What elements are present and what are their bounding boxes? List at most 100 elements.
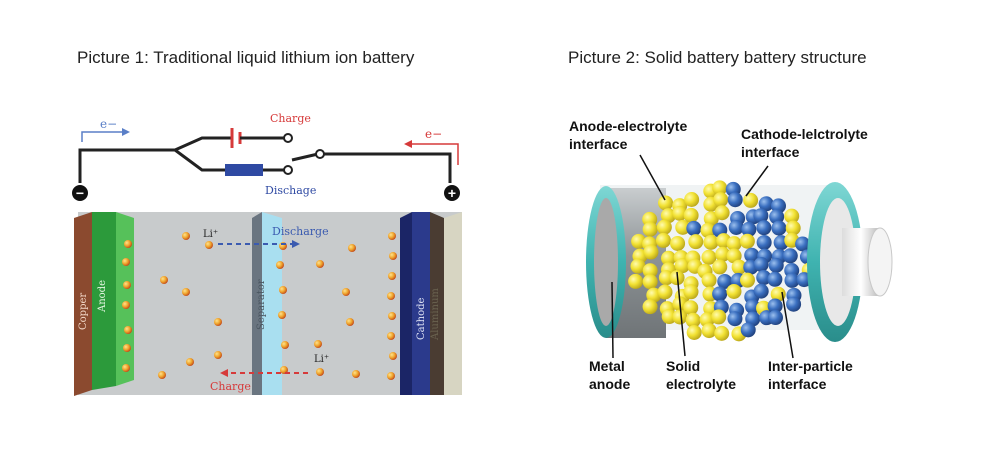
electron-arrowhead-left	[122, 128, 130, 136]
cathode-particle	[756, 270, 772, 286]
cathode-layer	[412, 212, 430, 395]
lithium-ion	[389, 352, 397, 360]
cathode-edge	[400, 212, 412, 395]
lithium-ion	[214, 351, 222, 359]
picture1-caption: Picture 1: Traditional liquid lithium io…	[77, 48, 415, 67]
cathode-particle	[728, 219, 744, 235]
lithium-ion	[348, 244, 356, 252]
switch-contact-discharge	[283, 165, 293, 175]
electrolyte-particle	[658, 195, 674, 211]
electrolyte-particle	[770, 286, 786, 302]
cathode-particle	[758, 196, 774, 212]
electrolyte-particle	[685, 312, 701, 328]
separator-edge	[252, 212, 262, 395]
terminal-cap-face	[867, 227, 893, 297]
cathode-particle	[756, 234, 772, 250]
cathode-particle	[768, 310, 784, 326]
separator	[262, 212, 282, 395]
lithium-ion	[281, 341, 289, 349]
electrolyte-particle	[714, 325, 730, 341]
electron-arrow-right	[412, 143, 459, 165]
electrolyte-particle	[642, 274, 658, 290]
electrolyte-particle	[642, 299, 658, 315]
cathode-particle	[745, 299, 761, 315]
lithium-ion	[186, 358, 194, 366]
electron-arrowhead-right	[404, 140, 412, 148]
electrolyte-particle	[701, 323, 717, 339]
electron-label-left: e−	[100, 117, 117, 131]
electrolyte-particle	[661, 309, 677, 325]
electrolyte-particle	[712, 259, 728, 275]
lithium-ion	[124, 326, 132, 334]
lithium-ion	[123, 344, 131, 352]
lithium-ion	[123, 281, 131, 289]
cathode-particle	[769, 209, 785, 225]
cathode-particle	[795, 236, 811, 252]
electrolyte-particle	[655, 232, 671, 248]
electrolyte-particle	[731, 259, 747, 275]
cathode-particle	[784, 272, 800, 288]
cathode-electrolyte-label: Cathode-lelctrolyte interface	[741, 126, 872, 160]
leader-metal-anode	[611, 281, 614, 359]
cathode-particle	[717, 273, 733, 289]
lithium-ion	[214, 318, 222, 326]
electrolyte-particle	[739, 272, 755, 288]
circuit-wire-left-lower	[174, 148, 225, 172]
electrolyte-particle	[628, 273, 644, 289]
lithium-ion	[316, 368, 324, 376]
lithium-ion	[122, 301, 130, 309]
cathode-particle	[768, 257, 784, 273]
electrolyte-particle	[739, 233, 755, 249]
circuit-wire-right	[324, 152, 452, 183]
lithium-ion	[316, 260, 324, 268]
picture2-caption: Picture 2: Solid battery battery structu…	[568, 48, 867, 67]
cathode-label: Cathode	[416, 298, 427, 340]
switch-lever	[291, 152, 319, 162]
electron-label-right: e−	[425, 127, 442, 141]
electrolyte-particle	[674, 258, 690, 274]
cathode-particle	[767, 298, 783, 314]
electrolyte-particle	[675, 219, 691, 235]
electrolyte-particle	[701, 249, 717, 265]
electrolyte-particle	[711, 309, 727, 325]
separator-label: Separator	[256, 279, 267, 330]
copper-label: Copper	[78, 293, 89, 330]
electrolyte-particle	[672, 205, 688, 221]
aluminum-label: Aluminum	[430, 288, 441, 341]
cathode-particle	[753, 208, 769, 224]
electrolyte-particle	[683, 300, 699, 316]
electrolyte-particle	[703, 234, 719, 250]
lithium-ion	[182, 232, 190, 240]
electrode-particles	[628, 180, 817, 342]
metal-anode-label: Metal anode	[589, 358, 630, 392]
inter-particle-label: Inter-particle interface	[768, 358, 857, 392]
lithium-ion	[278, 311, 286, 319]
discharge-arrow-label: Discharge	[272, 225, 329, 238]
lithium-ion	[276, 261, 284, 269]
solid-battery-diagram: Anode-electrolyte interface Cathode-lelc…	[569, 118, 893, 392]
electrolyte-particle	[672, 309, 688, 325]
charge-label-top: Charge	[270, 112, 311, 125]
electrolyte-particle	[715, 246, 731, 262]
electrolyte-particle	[656, 219, 672, 235]
electrolyte-particle	[630, 258, 646, 274]
positive-terminal-sign: +	[448, 185, 456, 201]
lithium-ion	[387, 292, 395, 300]
cathode-particle	[686, 220, 702, 236]
lithium-ion	[205, 241, 213, 249]
lithium-ion	[388, 312, 396, 320]
lithium-ion	[158, 371, 166, 379]
cathode-particle	[744, 247, 760, 263]
lithium-ion	[124, 240, 132, 248]
cathode-particle	[771, 220, 787, 236]
electrolyte-particle	[660, 208, 676, 224]
lithium-ion	[346, 318, 354, 326]
li-ion-label-bottom: Li⁺	[314, 354, 329, 365]
lithium-ion	[160, 276, 168, 284]
electrolyte-particle	[714, 205, 730, 221]
charge-arrow-label: Charge	[210, 380, 251, 393]
anode-layer-dark	[92, 212, 116, 390]
lithium-ion	[388, 232, 396, 240]
switch-pivot	[315, 149, 325, 159]
